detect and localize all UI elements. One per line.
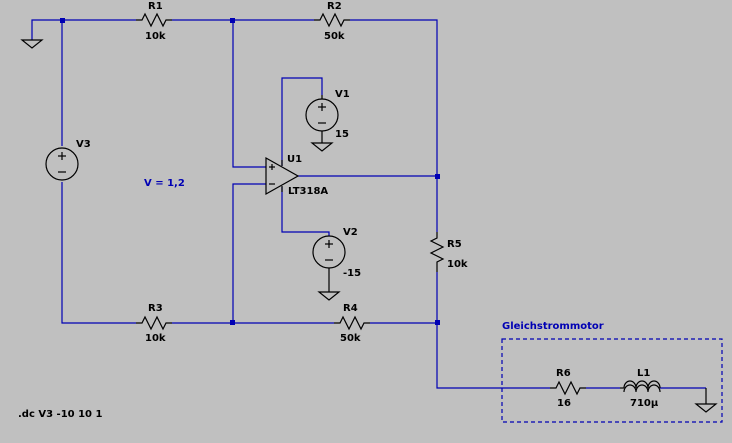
- junction-dot: [230, 18, 235, 23]
- wire-top-left: [31, 19, 136, 40]
- inductor-l1-symbol: [620, 380, 661, 393]
- ground-icon: [317, 291, 341, 301]
- l1-name: L1: [637, 368, 651, 379]
- r4-value: 50k: [340, 333, 361, 344]
- r4-name: R4: [343, 303, 358, 314]
- resistor-r3-symbol: [136, 315, 172, 331]
- spice-directive: .dc V3 -10 10 1: [18, 409, 103, 420]
- resistor-r5-symbol: [429, 232, 445, 272]
- r3-name: R3: [148, 303, 163, 314]
- r6-value: 16: [557, 398, 571, 409]
- r2-value: 50k: [324, 31, 345, 42]
- wire-v3-bottom: [61, 182, 136, 324]
- motor-dashed-box: [501, 338, 723, 423]
- voltage-source-v3: [45, 147, 79, 181]
- v1-name: V1: [335, 89, 350, 100]
- v2-name: V2: [343, 227, 358, 238]
- r6-name: R6: [556, 368, 571, 379]
- junction-dot: [230, 320, 235, 325]
- r1-name: R1: [148, 1, 163, 12]
- v1-value: 15: [335, 129, 349, 140]
- resistor-r2-symbol: [314, 12, 350, 28]
- ground-icon: [310, 142, 334, 152]
- r5-name: R5: [447, 239, 462, 250]
- wires: [31, 19, 706, 389]
- junction-dot: [435, 174, 440, 179]
- junction-dots: [60, 18, 440, 325]
- v2-value: -15: [343, 268, 362, 279]
- motor-box-label: Gleichstrommotor: [502, 321, 604, 332]
- voltage-source-v2: [312, 235, 346, 292]
- r3-value: 10k: [145, 333, 166, 344]
- wire-vplus: [281, 77, 323, 166]
- resistor-r6-symbol: [550, 380, 586, 396]
- voltage-source-v1: [305, 95, 339, 143]
- param-label: V = 1,2: [144, 178, 185, 189]
- junction-dot: [435, 320, 440, 325]
- r5-value: 10k: [447, 259, 468, 270]
- opamp-u1-symbol: [265, 156, 300, 196]
- r1-value: 10k: [145, 31, 166, 42]
- wire-noninv-input: [232, 183, 266, 323]
- junction-dot: [60, 18, 65, 23]
- resistor-r4-symbol: [334, 315, 370, 331]
- wire-to-motor: [436, 323, 550, 389]
- u1-name: U1: [287, 154, 303, 165]
- resistor-r1-symbol: [136, 12, 172, 28]
- wire-top-right: [350, 19, 438, 232]
- wire-inv-input: [232, 20, 266, 168]
- ground-icon: [20, 39, 44, 49]
- ground-icon: [694, 403, 718, 413]
- symbols: [20, 12, 718, 413]
- v3-name: V3: [76, 139, 91, 150]
- wire-vminus: [281, 187, 330, 236]
- l1-value: 710µ: [630, 398, 659, 409]
- r2-name: R2: [327, 1, 342, 12]
- u1-value: LT318A: [288, 186, 329, 197]
